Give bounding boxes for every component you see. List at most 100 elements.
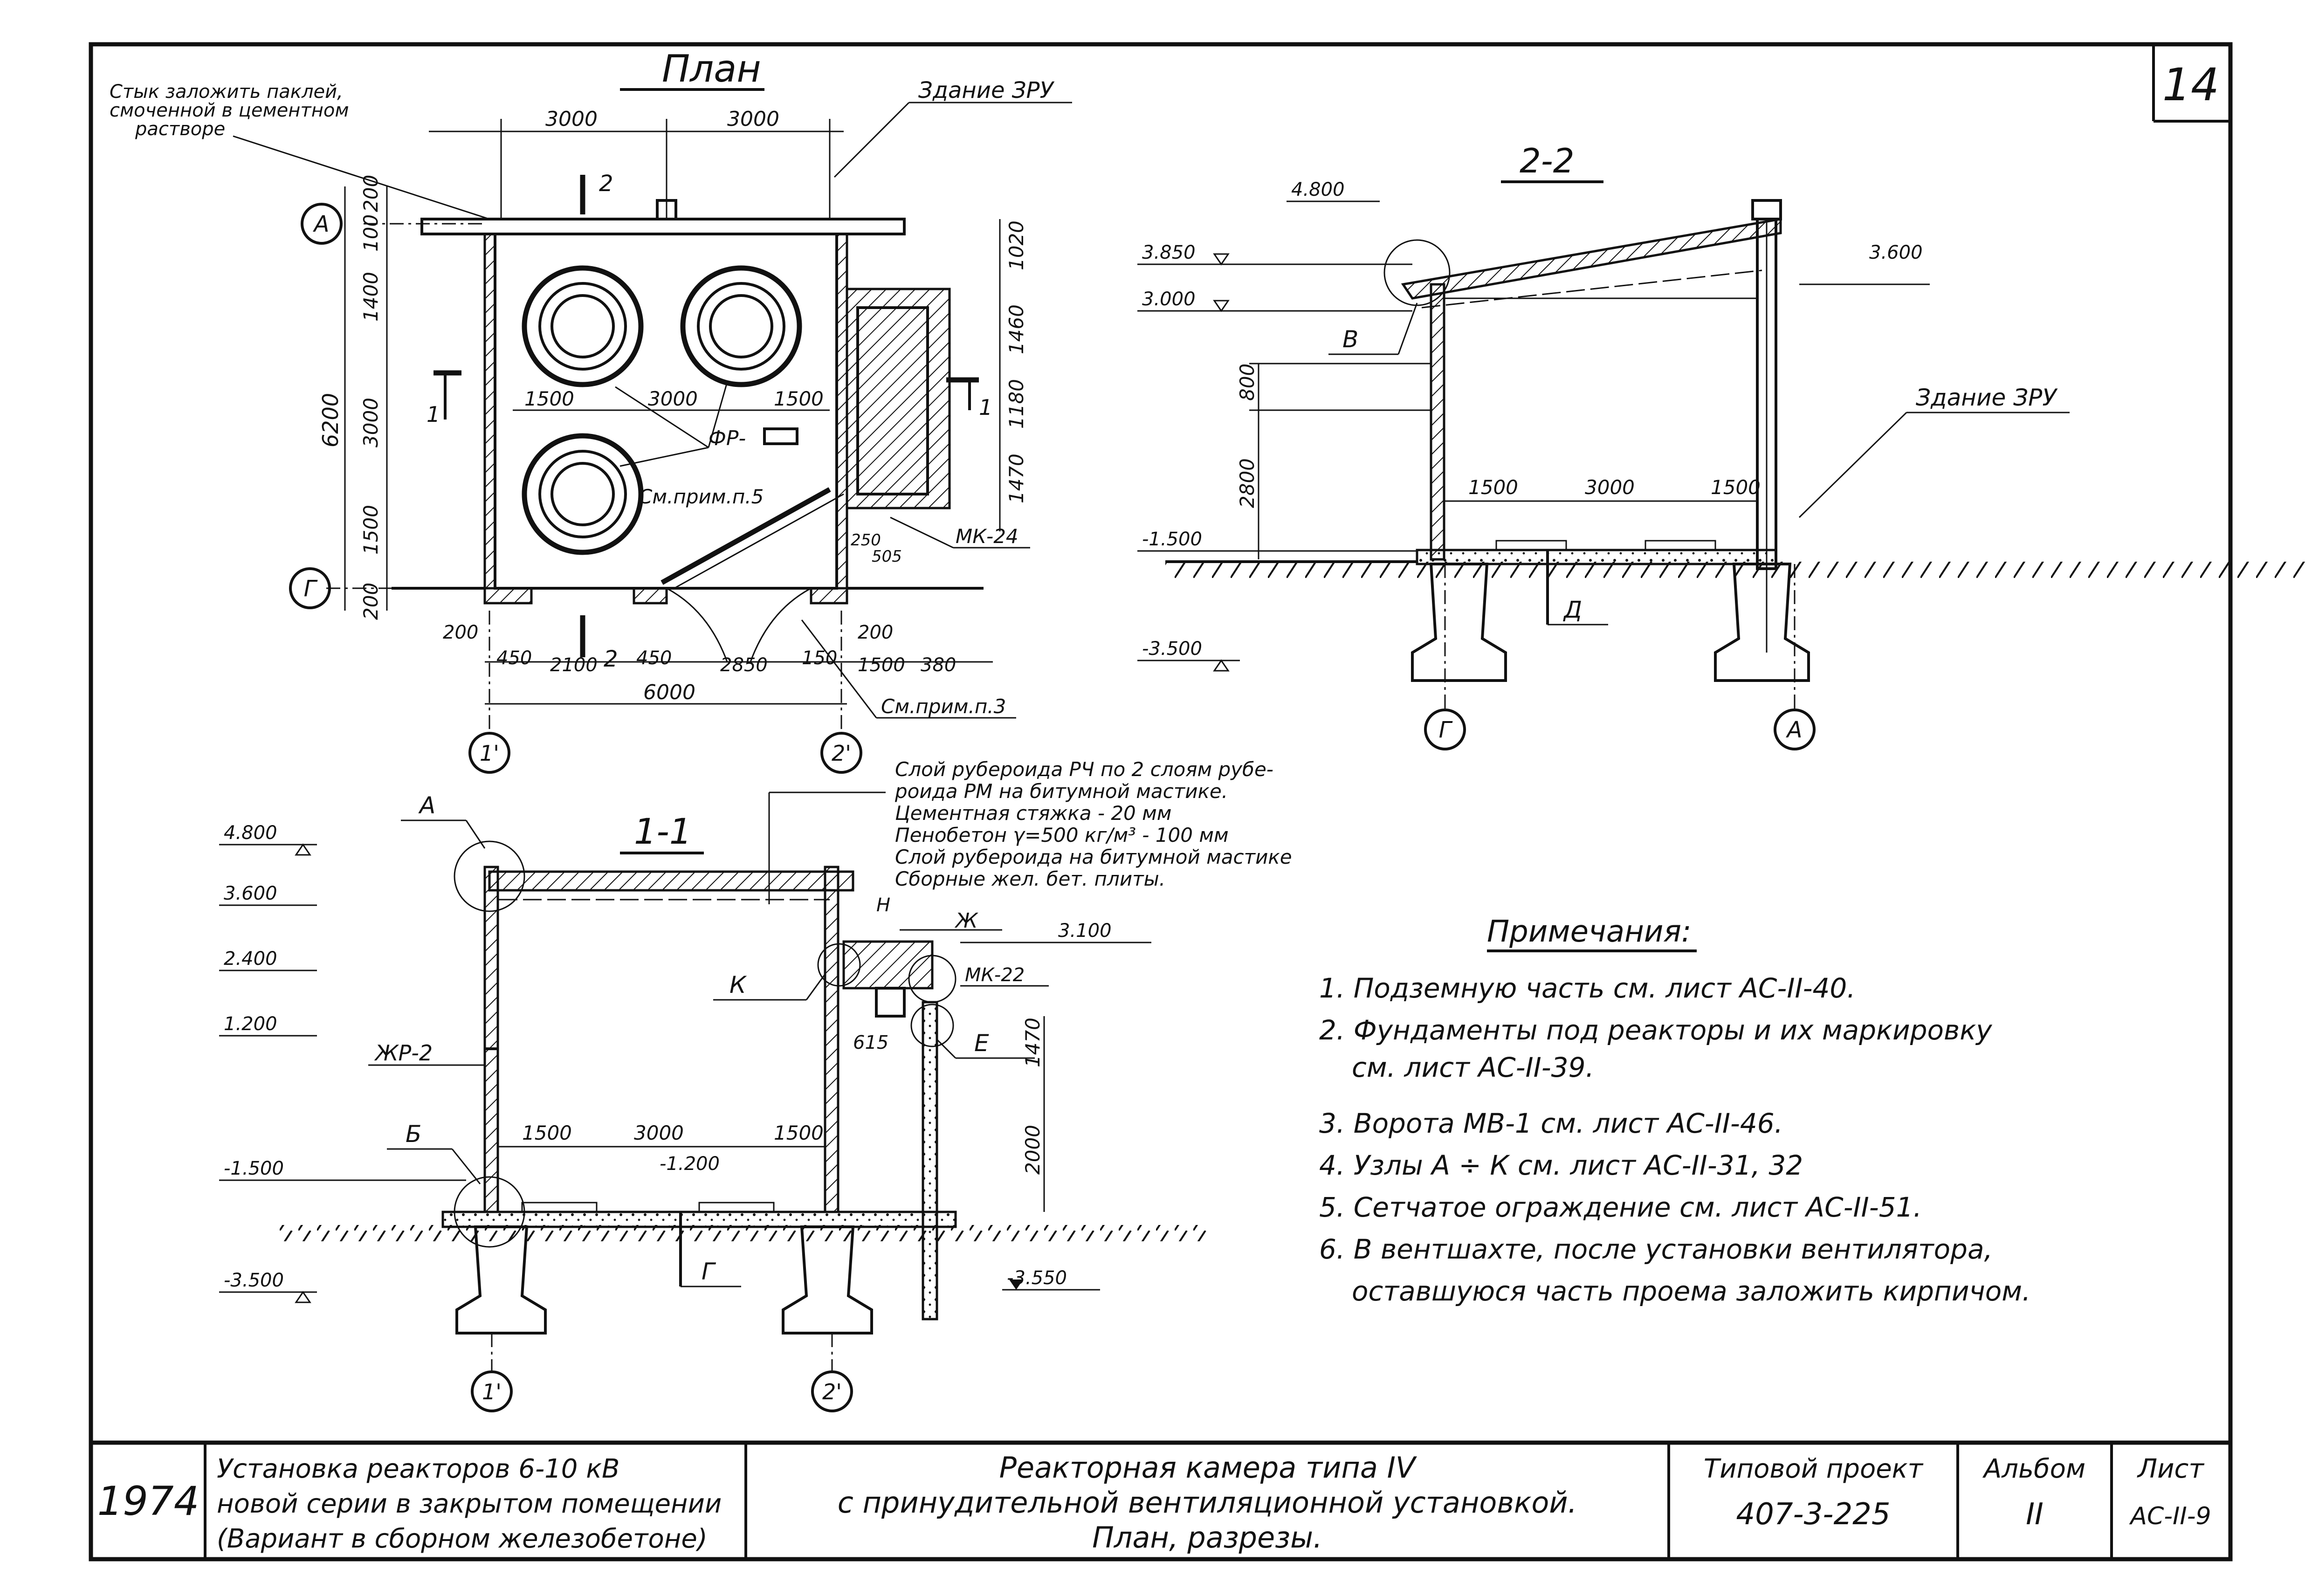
plan-dim-bottom-6: 150	[802, 647, 837, 669]
plan-dim-right-3: 1180	[1005, 379, 1028, 429]
section11-dim-5: 2000	[1021, 1125, 1044, 1175]
svg-text:-1.500: -1.500	[1142, 529, 1202, 550]
section11-label-zh: Ж	[954, 909, 978, 933]
plan-label-fr: ФР-	[709, 427, 746, 450]
note-6-line2: оставшуюся часть проема заложить кирпичо…	[1352, 1275, 2030, 1307]
plan-dim-small-2: 505	[872, 547, 902, 566]
plan-dim-inner-3: 1500	[774, 387, 824, 410]
svg-text:3.850: 3.850	[1142, 242, 1196, 263]
note-6-line1: 6. В вентшахте, после установки вентилят…	[1319, 1233, 1993, 1265]
plan-wall-right	[835, 233, 848, 590]
title-left-line3: (Вариант в сборном железобетоне)	[217, 1524, 708, 1554]
section11-label-g: Г	[702, 1258, 716, 1285]
section11-dim-6: 615	[853, 1032, 888, 1053]
plan-dim-bottom-2: 450	[496, 647, 532, 669]
title-album-number: II	[2026, 1497, 2044, 1532]
section22-label-v: В	[1342, 326, 1358, 353]
title-center-line3: План, разрезы.	[1092, 1520, 1322, 1555]
plan-dim-left-3: 1400	[359, 272, 382, 322]
svg-text:-3.500: -3.500	[224, 1270, 284, 1291]
svg-text:3.000: 3.000	[1142, 289, 1196, 310]
title-sheet-code: АС-II-9	[2129, 1502, 2211, 1530]
note-3: 3. Ворота МВ-1 см. лист АС-II-46.	[1319, 1108, 1783, 1139]
svg-text:3.100: 3.100	[1058, 920, 1112, 942]
plan-axis-1: 1'	[480, 741, 499, 766]
svg-text:2.400: 2.400	[224, 948, 277, 970]
section11-levels: 4.800 3.600 2.400 1.200 -1.500 -3.500 3.…	[219, 822, 1151, 1303]
plan-dim-right-4: 1470	[1005, 454, 1028, 503]
plan-axis-g: Г	[304, 576, 318, 602]
plan-dim-total-bottom: 6000	[643, 681, 695, 704]
title-project-label: Типовой проект	[1704, 1454, 1924, 1484]
plan-axis-2: 2'	[832, 741, 851, 766]
plan-dim-total-left: 6200	[318, 393, 343, 447]
joint-note-line2: смоченной в цементном	[110, 100, 349, 121]
section11-label-mk22: МК-22	[965, 964, 1025, 986]
title-year: 1974	[97, 1478, 200, 1525]
section22-axis-g: Г	[1439, 717, 1453, 743]
note-2-line2: см. лист АС-II-39.	[1352, 1052, 1594, 1083]
plan-dim-bottom-8: 1500	[858, 654, 905, 676]
notes-block: Примечания: 1. Подземную часть см. лист …	[1319, 915, 2030, 1307]
vent-shaft	[846, 288, 951, 509]
plan-label-note5: См.прим.п.5	[639, 485, 764, 508]
title-project-number: 407-3-225	[1736, 1497, 1890, 1532]
section22-title: 2-2	[1520, 141, 1575, 180]
section11-dim-3: 1500	[774, 1121, 824, 1144]
section11-dim-2: 3000	[634, 1121, 684, 1144]
section11-label-k: К	[729, 971, 747, 998]
plan-dim-inner-2: 3000	[648, 387, 698, 410]
svg-text:-1.500: -1.500	[224, 1158, 284, 1179]
section11-axis-2: 2'	[822, 1379, 842, 1404]
plan-cut-1-left: 1	[427, 402, 440, 427]
section22-axis-a: А	[1786, 717, 1803, 743]
section11-dim-1: 1500	[522, 1121, 572, 1144]
note-1: 1. Подземную часть см. лист АС-II-40.	[1319, 972, 1856, 1004]
section11-label-a: А	[418, 792, 435, 819]
plan-dim-bottom-3: 2100	[550, 654, 598, 676]
title-block: 1974 Установка реакторов 6-10 кВ новой с…	[91, 1440, 2230, 1559]
svg-text:роида РМ на битумной мастике.: роида РМ на битумной мастике.	[895, 780, 1228, 803]
section22-levels: 4.800 3.850 3.000 3.600 -1.500 -3.500	[1137, 179, 1930, 672]
section22-dim-vert-1: 800	[1236, 364, 1259, 401]
joint-note-line3: растворе	[135, 118, 225, 140]
title-center-line2: с принудительной вентиляционной установк…	[838, 1486, 1577, 1520]
plan-dim-left-4: 3000	[359, 398, 382, 447]
section11-label-e: Е	[974, 1030, 989, 1057]
section-1-1: 1-1 Слой рубероида РЧ по 2 слоям рубе- р…	[219, 758, 1292, 1412]
plan-dim-left-1: 200	[359, 175, 382, 212]
sheet-frame: 14	[89, 42, 2233, 1562]
plan-dim-bottom-4: 450	[636, 647, 672, 669]
svg-text:-1.200: -1.200	[660, 1153, 720, 1175]
reactor-1	[522, 265, 644, 387]
title-center-line1: Реакторная камера типа IV	[999, 1451, 1417, 1485]
section11-title: 1-1	[634, 811, 692, 852]
section22-building-label: Здание ЗРУ	[1916, 384, 2058, 411]
title-sheet-label: Лист	[2137, 1454, 2204, 1484]
section22-dim-inner-3: 1500	[1711, 476, 1761, 499]
svg-text:4.800: 4.800	[224, 822, 277, 844]
note-4: 4. Узлы А ÷ К см. лист АС-II-31, 32	[1319, 1149, 1803, 1181]
section22-dim-vert-2: 2800	[1236, 458, 1259, 508]
section11-label-zhr2: ЖР-2	[374, 1040, 433, 1066]
plan-label-mk24: МК-24	[956, 525, 1018, 548]
plan-building-label: Здание ЗРУ	[918, 77, 1054, 103]
plan-dim-left-2: 100	[359, 214, 382, 252]
section-2-2: 2-2 4.800 3.850 3.000 3.600 -1.500 -3.50…	[1137, 141, 2312, 750]
joint-note-line1: Стык заложить паклей,	[110, 81, 343, 103]
plan-dim-small-1: 250	[851, 531, 881, 550]
svg-text:Слой рубероида РЧ по 2 слоям р: Слой рубероида РЧ по 2 слоям рубе-	[895, 758, 1273, 781]
section11-label-b: Б	[406, 1121, 421, 1148]
title-left-line2: новой серии в закрытом помещении	[217, 1489, 722, 1519]
reactor-2	[680, 265, 802, 387]
plan-dim-bottom-5: 2850	[720, 654, 768, 676]
plan-dim-right-1: 1020	[1005, 220, 1028, 270]
plan-wall-left	[483, 233, 496, 590]
svg-text:-3.500: -3.500	[1142, 638, 1202, 660]
notes-title: Примечания:	[1487, 915, 1692, 949]
plan-dim-bottom-1: 200	[443, 622, 478, 643]
section22-label-d: Д	[1563, 596, 1582, 623]
svg-text:Пенобетон γ=500 кг/м³ - 100 мм: Пенобетон γ=500 кг/м³ - 100 мм	[895, 824, 1229, 846]
svg-text:Слой рубероида на битумной мас: Слой рубероида на битумной мастике	[895, 846, 1292, 868]
